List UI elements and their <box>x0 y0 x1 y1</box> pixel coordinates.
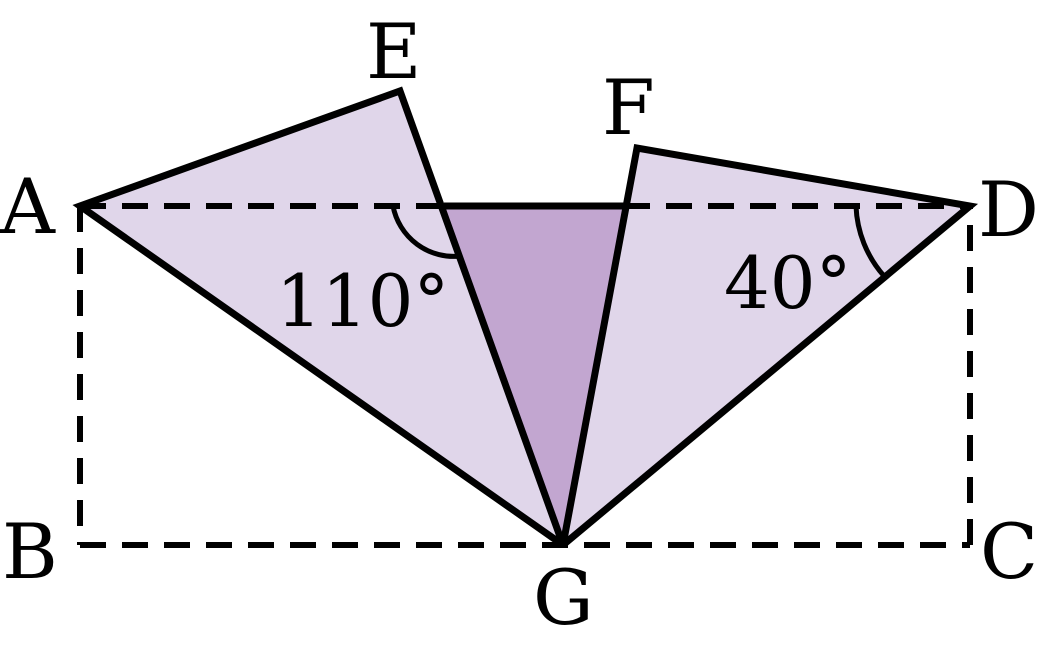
triangle-DFG <box>563 148 970 545</box>
label-point-a: A <box>0 162 56 251</box>
overlap-triangle <box>444 206 624 545</box>
folded-triangle-right <box>559 143 979 548</box>
label-point-f: F <box>602 63 655 152</box>
label-point-b: B <box>2 507 58 596</box>
angle-label-110: 110° <box>276 259 449 343</box>
triangle-AEG <box>80 91 563 545</box>
label-point-g: G <box>533 553 594 642</box>
folded-triangle-left <box>72 86 567 548</box>
label-point-d: D <box>978 165 1039 254</box>
angle-arc-40 <box>853 205 886 278</box>
label-point-c: C <box>980 507 1038 596</box>
angle-label-40: 40° <box>724 241 852 325</box>
label-point-e: E <box>366 7 421 96</box>
angle-arc-110 <box>390 205 462 259</box>
